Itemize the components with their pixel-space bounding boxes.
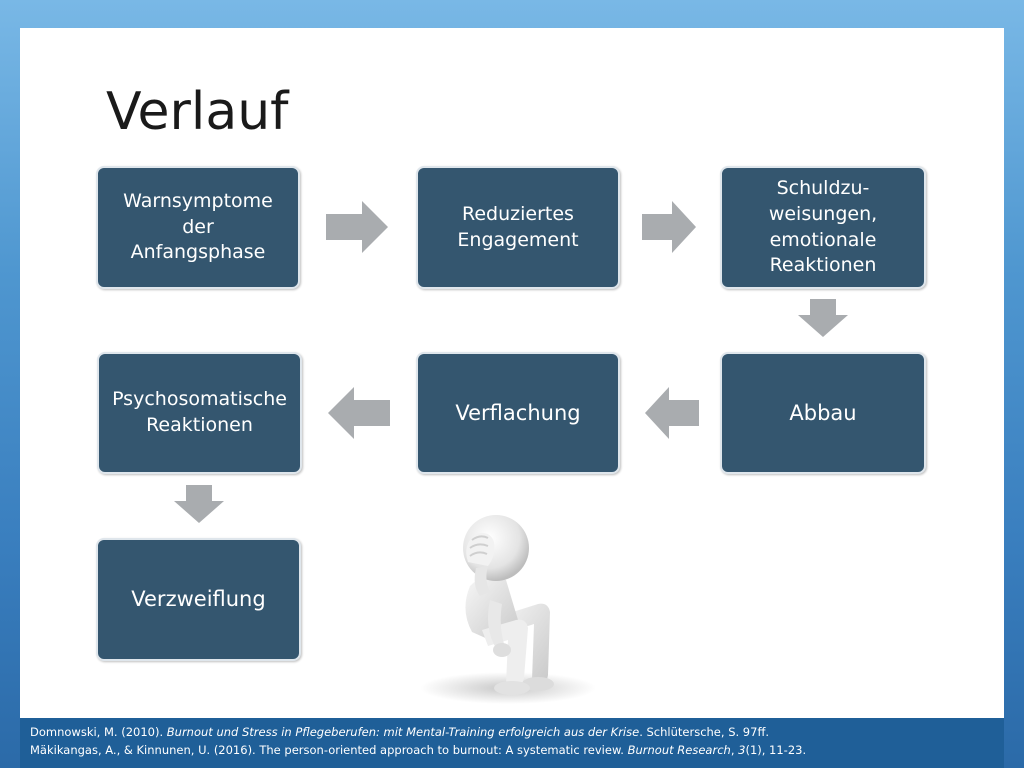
node-abbau: Abbau (720, 352, 926, 474)
node-warnsymptome: Warnsymptome der Anfangsphase (96, 166, 300, 289)
arrow-left-icon (645, 387, 699, 439)
node-reduziertes-engagement: Reduziertes Engagement (416, 166, 620, 289)
arrow-down-icon (174, 485, 224, 523)
node-psychosomatische-reaktionen: Psychosomatische Reaktionen (97, 352, 302, 474)
sad-person-figure (420, 515, 596, 704)
node-verflachung: Verflachung (416, 352, 620, 474)
arrow-right-icon (326, 201, 388, 253)
reference-1: Domnowski, M. (2010). Burnout und Stress… (30, 725, 770, 739)
arrow-left-icon (328, 387, 390, 439)
reference-2: Mäkikangas, A., & Kinnunen, U. (2016). T… (30, 743, 807, 757)
arrow-right-icon (642, 201, 696, 253)
arrow-down-icon (798, 299, 848, 337)
node-verzweiflung: Verzweiflung (96, 538, 301, 661)
node-schuldzuweisungen: Schuldzu- weisungen, emotionale Reaktion… (720, 166, 926, 289)
references-footer: Domnowski, M. (2010). Burnout und Stress… (20, 718, 1004, 768)
slide-title: Verlauf (106, 82, 289, 142)
